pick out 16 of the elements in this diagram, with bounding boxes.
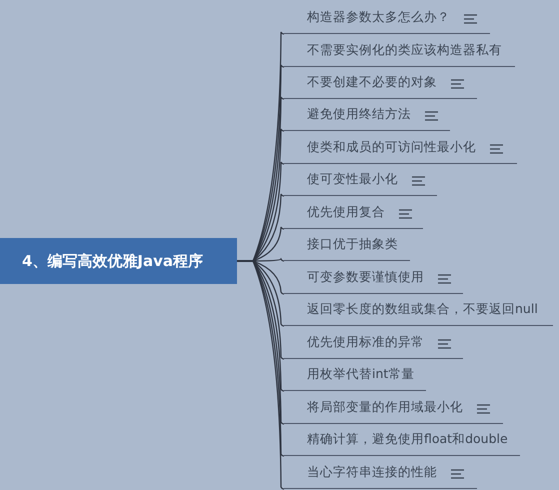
topic-label: 可变参数要谨慎使用 — [307, 269, 424, 286]
topic-label: 优先使用复合 — [307, 204, 385, 221]
topic-label: 接口优于抽象类 — [307, 236, 398, 253]
topic-label: 返回零长度的数组或集合，不要返回null — [307, 301, 538, 318]
topic-label: 用枚举代替int常量 — [307, 366, 414, 383]
topic-label: 将局部变量的作用域最小化 — [307, 399, 463, 416]
topic-label: 不要创建不必要的对象 — [307, 74, 437, 91]
topic-label: 优先使用标准的异常 — [307, 334, 424, 351]
topic-label: 使可变性最小化 — [307, 171, 398, 188]
topic-label: 精确计算，避免使用float和double — [307, 431, 508, 448]
topic-label: 不需要实例化的类应该构造器私有 — [307, 42, 502, 59]
topic-label: 当心字符串连接的性能 — [307, 464, 437, 481]
topic-label: 避免使用终结方法 — [307, 106, 411, 123]
topic-label: 构造器参数太多怎么办？ — [307, 9, 450, 26]
central-topic-box: 4、编写高效优雅Java程序 — [0, 238, 237, 284]
topic-label: 使类和成员的可访问性最小化 — [307, 139, 476, 156]
